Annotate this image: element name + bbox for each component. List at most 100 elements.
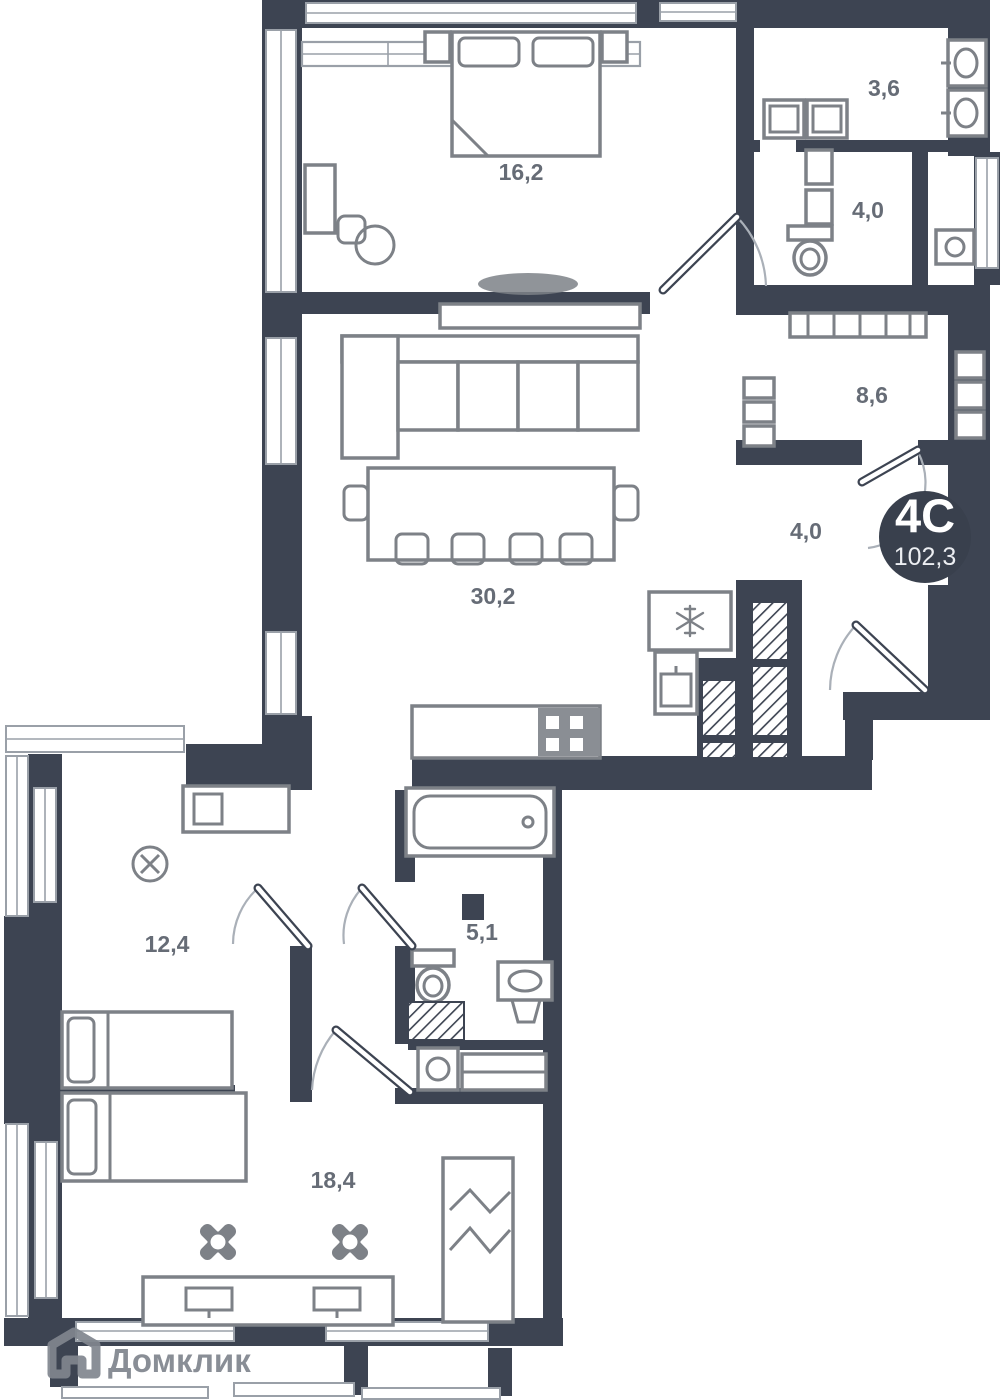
wall-segment [412,756,872,790]
bathroom: 5,1 [310,786,556,1097]
domclick-logo: Домклик [47,1327,251,1379]
dresser-icon [303,163,337,235]
closet-row-icon [788,311,928,339]
chair-icon [342,484,370,522]
single-bed-icon [60,1091,248,1183]
plan-type-badge: 4C 102,3 [879,489,971,583]
window [233,1382,355,1397]
shelf-icon [742,424,776,448]
window [34,1141,58,1299]
shaft-hatched [701,679,737,737]
desk-chair-icon [331,1223,369,1261]
shelf-icon [742,376,776,400]
laundry-bath: 3,6 [762,38,988,140]
sofa-icon [340,334,640,460]
laundry-closet [416,1046,548,1092]
house-icon [47,1327,101,1379]
window [659,2,737,22]
fridge-icon [647,590,733,652]
wall-segment [395,1088,553,1104]
cabinet-icon [804,148,834,186]
window [265,29,297,293]
wall-segment [408,1040,545,1050]
kitchen-counter-icon [410,704,602,760]
washing-machine-icon [416,1046,460,1092]
tv-stand-icon [438,273,642,330]
double-bed-icon [450,30,602,158]
toilet-icon [410,948,456,1004]
wall-segment [843,692,990,720]
bathtub-icon [404,786,556,858]
wall-segment [290,946,312,1102]
chair-icon [612,484,640,522]
toilet-icon [786,224,834,277]
nightstand-icon [423,30,452,64]
wc-room: 4,0 [786,148,976,277]
shelf-icon [954,410,986,440]
wall-segment [543,790,562,1330]
vanity-icon [181,784,291,834]
shaft-hatched [701,741,737,759]
window [61,1386,209,1399]
wall-segment [912,152,928,286]
single-bed-icon [60,1010,234,1090]
room-area-label: 4,0 [790,518,822,544]
room-area-label: 4,0 [852,197,884,223]
entry-door-arc [828,620,930,695]
round-table-icon [131,845,169,883]
washing-machine-icon [768,104,800,134]
round-table-icon [354,224,396,266]
window [265,337,297,465]
badge-circle [879,491,971,583]
kitchen-sink-cabinet-icon [653,650,699,716]
wall-segment [736,0,990,28]
washing-machine-icon [811,104,843,134]
wall-segment [796,140,990,152]
window [33,787,57,903]
window [5,755,29,917]
shaft-hatched [751,601,789,661]
monitor-icon [312,1286,362,1318]
nightstand-icon [600,30,629,64]
chair-icon [558,532,594,566]
wall-segment [736,285,990,315]
master-bedroom: 16,2 [300,30,768,330]
badge-code: 4C [895,489,955,542]
room-area-label: 16,2 [499,159,544,185]
sink-icon [941,88,988,138]
shaft-hatched [407,1001,465,1041]
shelf-icon [954,380,986,410]
door-arc [231,883,313,951]
room-area-label: 5,1 [466,919,498,945]
wardrobe-room: 8,6 [742,311,986,550]
dining-table-icon [342,466,640,566]
windows [5,2,999,1342]
wall-segment [4,1318,28,1346]
room-area-label: 12,4 [145,931,190,957]
chair-icon [336,214,367,245]
window [5,1123,29,1317]
door-arc [658,212,768,295]
room-area-label: 18,4 [311,1167,356,1193]
monitor-icon [184,1286,234,1318]
desk-icon [141,1275,395,1327]
snowflake-icon [675,604,705,638]
room-area-label: 8,6 [856,382,888,408]
shaft-solid [462,894,484,920]
wall-segment [845,718,873,760]
sink-icon [941,38,988,88]
shaft-hatched [751,741,789,759]
shelf-icon [954,350,986,380]
living-kitchen: 30,2 [340,334,789,760]
shelf-icon [742,400,776,424]
badge-area: 102,3 [894,543,957,571]
watermark-text: Домклик [108,1342,251,1379]
window [975,157,999,269]
left-bedroom: 12,4 [60,784,313,1090]
wall-segment [186,744,312,790]
wall-segment [736,140,760,152]
window [265,631,297,715]
chair-icon [450,532,486,566]
sink-icon [496,960,554,1024]
